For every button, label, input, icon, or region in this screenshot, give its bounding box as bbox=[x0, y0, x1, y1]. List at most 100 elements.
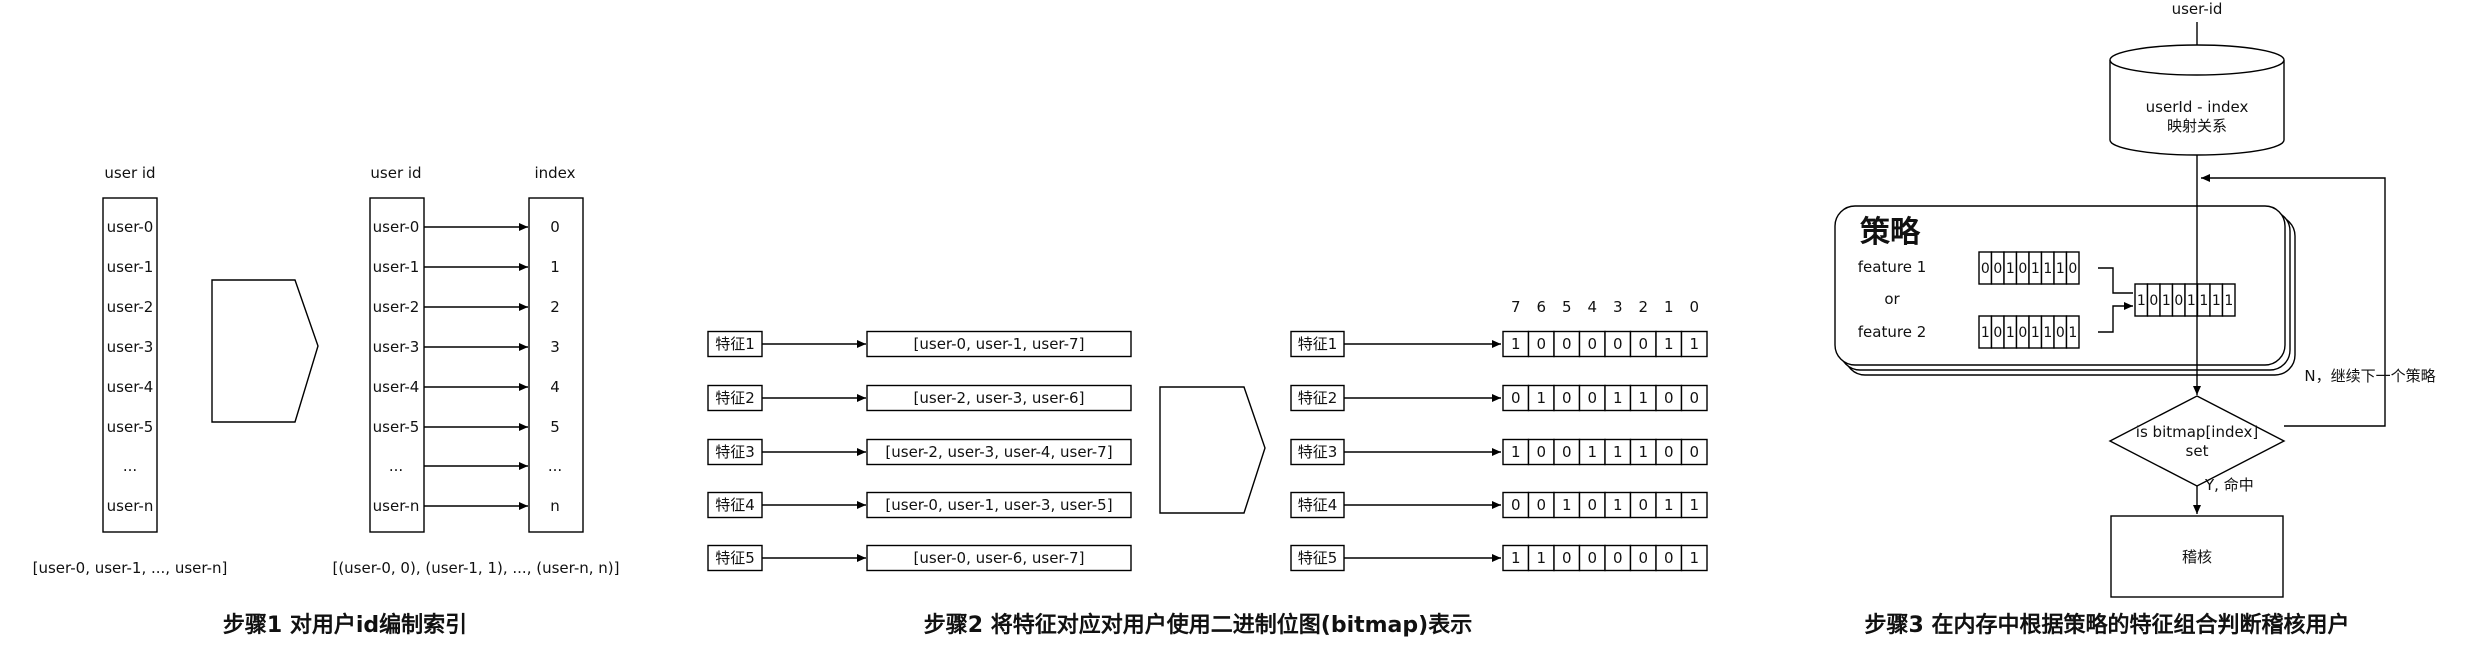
step2-bit-cell bbox=[1629, 330, 1657, 358]
step2-bitmap-feature-box bbox=[1290, 384, 1345, 412]
step2-bit-value: 0 bbox=[1639, 549, 1649, 567]
step3-decision-diamond bbox=[2108, 395, 2286, 487]
step3-audit-box bbox=[2110, 515, 2284, 598]
step2-bit-value: 0 bbox=[1588, 496, 1598, 514]
step2-bit-cell bbox=[1655, 384, 1683, 412]
step2-feature-label-box bbox=[707, 384, 763, 412]
step3-mapping-db: userId - index 映射关系 bbox=[2109, 44, 2285, 156]
step3-result-bit-value: 0 bbox=[2149, 293, 2158, 309]
step2-user-list: [user-0, user-6, user-7] bbox=[914, 549, 1085, 567]
step3-db-line1: userId - index bbox=[2146, 98, 2249, 116]
step2-bitmap-feature-box bbox=[1290, 491, 1345, 519]
step2-section: 特征1[user-0, user-1, user-7]特征2[user-2, u… bbox=[707, 298, 1708, 638]
step1-mapped-user-item: user-4 bbox=[373, 378, 420, 396]
step2-user-list: [user-2, user-3, user-6] bbox=[914, 389, 1085, 407]
step1-title: 步骤1 对用户id编制索引 bbox=[223, 612, 467, 638]
step1-mapped-user-item: user-0 bbox=[373, 218, 420, 236]
step3-no-loop-arrow bbox=[2201, 174, 2386, 427]
step2-bit-value: 1 bbox=[1537, 389, 1547, 407]
step2-bit-value: 1 bbox=[1613, 389, 1623, 407]
step1-user-id-header-2: user id bbox=[370, 164, 421, 182]
step1-right-caption: [(user-0, 0), (user-1, 1), ..., (user-n,… bbox=[332, 559, 619, 577]
step1-index-item: 5 bbox=[550, 418, 560, 436]
step2-bit-value: 0 bbox=[1690, 389, 1700, 407]
step2-bit-cell bbox=[1578, 544, 1606, 572]
step2-bit-cell bbox=[1680, 491, 1708, 519]
step2-feature-label-box bbox=[707, 438, 763, 466]
step1-user-item: user-3 bbox=[107, 338, 154, 356]
step3-feature1-bit-value: 1 bbox=[2006, 261, 2015, 277]
step1-user-item: user-4 bbox=[107, 378, 154, 396]
step2-bit-cell bbox=[1502, 438, 1530, 466]
step3-feature2-bit-value: 0 bbox=[2018, 325, 2027, 341]
step1-user-item: ... bbox=[123, 457, 137, 475]
step1-user-list: user-0user-1user-2user-3user-4user-5...u… bbox=[107, 218, 154, 515]
step2-feature-rows: 特征1[user-0, user-1, user-7]特征2[user-2, u… bbox=[707, 330, 1132, 572]
step2-bit-value: 0 bbox=[1690, 443, 1700, 461]
step1-left-caption: [user-0, user-1, ..., user-n] bbox=[33, 559, 228, 577]
step1-mapped-user-item: user-n bbox=[373, 497, 420, 515]
step2-bit-value: 0 bbox=[1537, 335, 1547, 353]
step3-yes-label: Y, 命中 bbox=[2204, 476, 2254, 494]
step3-result-bit-value: 0 bbox=[2174, 293, 2183, 309]
step2-feature-label: 特征5 bbox=[715, 549, 755, 567]
step1-index-item: 1 bbox=[550, 258, 560, 276]
step3-feature2-bit-cell bbox=[2065, 315, 2080, 349]
step3-combine-connector-2 bbox=[2098, 302, 2133, 333]
step2-bit-value: 1 bbox=[1562, 496, 1572, 514]
step3-feature1-bit-value: 1 bbox=[2043, 261, 2052, 277]
step3-strategy-title: 策略 bbox=[1860, 215, 1921, 250]
step3-db-line2: 映射关系 bbox=[2167, 117, 2227, 135]
step2-bit-value: 1 bbox=[1613, 496, 1623, 514]
step1-user-item: user-n bbox=[107, 497, 154, 515]
step3-db-top bbox=[2109, 44, 2285, 76]
step3-result-bit-cell bbox=[2221, 283, 2236, 317]
step3-title: 步骤3 在内存中根据策略的特征组合判断稽核用户 bbox=[1865, 612, 2350, 638]
step3-feature1-bit-value: 0 bbox=[1993, 261, 2002, 277]
step3-combine-connector-1 bbox=[2098, 267, 2133, 294]
step2-feature-label: 特征3 bbox=[715, 443, 755, 461]
step1-index-item: n bbox=[550, 497, 560, 515]
step1-user-item: user-2 bbox=[107, 298, 154, 316]
step1-mapped-user-item: user-1 bbox=[373, 258, 420, 276]
step3-feature2-bit-value: 1 bbox=[2006, 325, 2015, 341]
step3-feature1-bit-value: 1 bbox=[2056, 261, 2065, 277]
step3-feature1-bit-value: 0 bbox=[2018, 261, 2027, 277]
step2-bit-value: 0 bbox=[1588, 389, 1598, 407]
step2-bit-cell bbox=[1502, 330, 1530, 358]
step2-bit-cell bbox=[1629, 491, 1657, 519]
step2-bit-cell bbox=[1527, 544, 1555, 572]
step2-bit-value: 0 bbox=[1537, 443, 1547, 461]
step2-bit-value: 1 bbox=[1639, 389, 1649, 407]
step2-bit-position-label: 1 bbox=[1664, 298, 1674, 316]
step1-user-id-header: user id bbox=[104, 164, 155, 182]
step3-feature1-bit-cell bbox=[2065, 251, 2080, 285]
step2-bit-value: 0 bbox=[1537, 496, 1547, 514]
step2-bit-value: 1 bbox=[1690, 496, 1700, 514]
step3-strategy-card-front bbox=[1834, 205, 2286, 366]
step3-or-label: or bbox=[1884, 290, 1900, 308]
step1-user-item: user-0 bbox=[107, 218, 154, 236]
step1-index-item: 3 bbox=[550, 338, 560, 356]
step3-feature1-bit-value: 0 bbox=[2068, 261, 2077, 277]
step2-bit-value: 1 bbox=[1639, 443, 1649, 461]
step2-bit-cell bbox=[1680, 438, 1708, 466]
step1-index-box bbox=[528, 197, 584, 533]
step2-bit-value: 0 bbox=[1664, 549, 1674, 567]
step2-bit-value: 0 bbox=[1562, 443, 1572, 461]
step3-section: user-id userId - index 映射关系 策略 feature 1… bbox=[1834, 0, 2436, 638]
step3-feature2-bit-value: 1 bbox=[1981, 325, 1990, 341]
step3-audit-label: 稽核 bbox=[2182, 548, 2212, 566]
step2-bit-value: 0 bbox=[1639, 335, 1649, 353]
step1-mapped-user-item: user-5 bbox=[373, 418, 420, 436]
step3-feature1-label: feature 1 bbox=[1858, 258, 1926, 276]
step2-bitmap-feature-label: 特征1 bbox=[1298, 335, 1338, 353]
step2-bit-value: 0 bbox=[1511, 389, 1521, 407]
step2-bit-cell bbox=[1527, 384, 1555, 412]
step2-bit-value: 0 bbox=[1588, 549, 1598, 567]
step2-bit-value: 1 bbox=[1588, 443, 1598, 461]
